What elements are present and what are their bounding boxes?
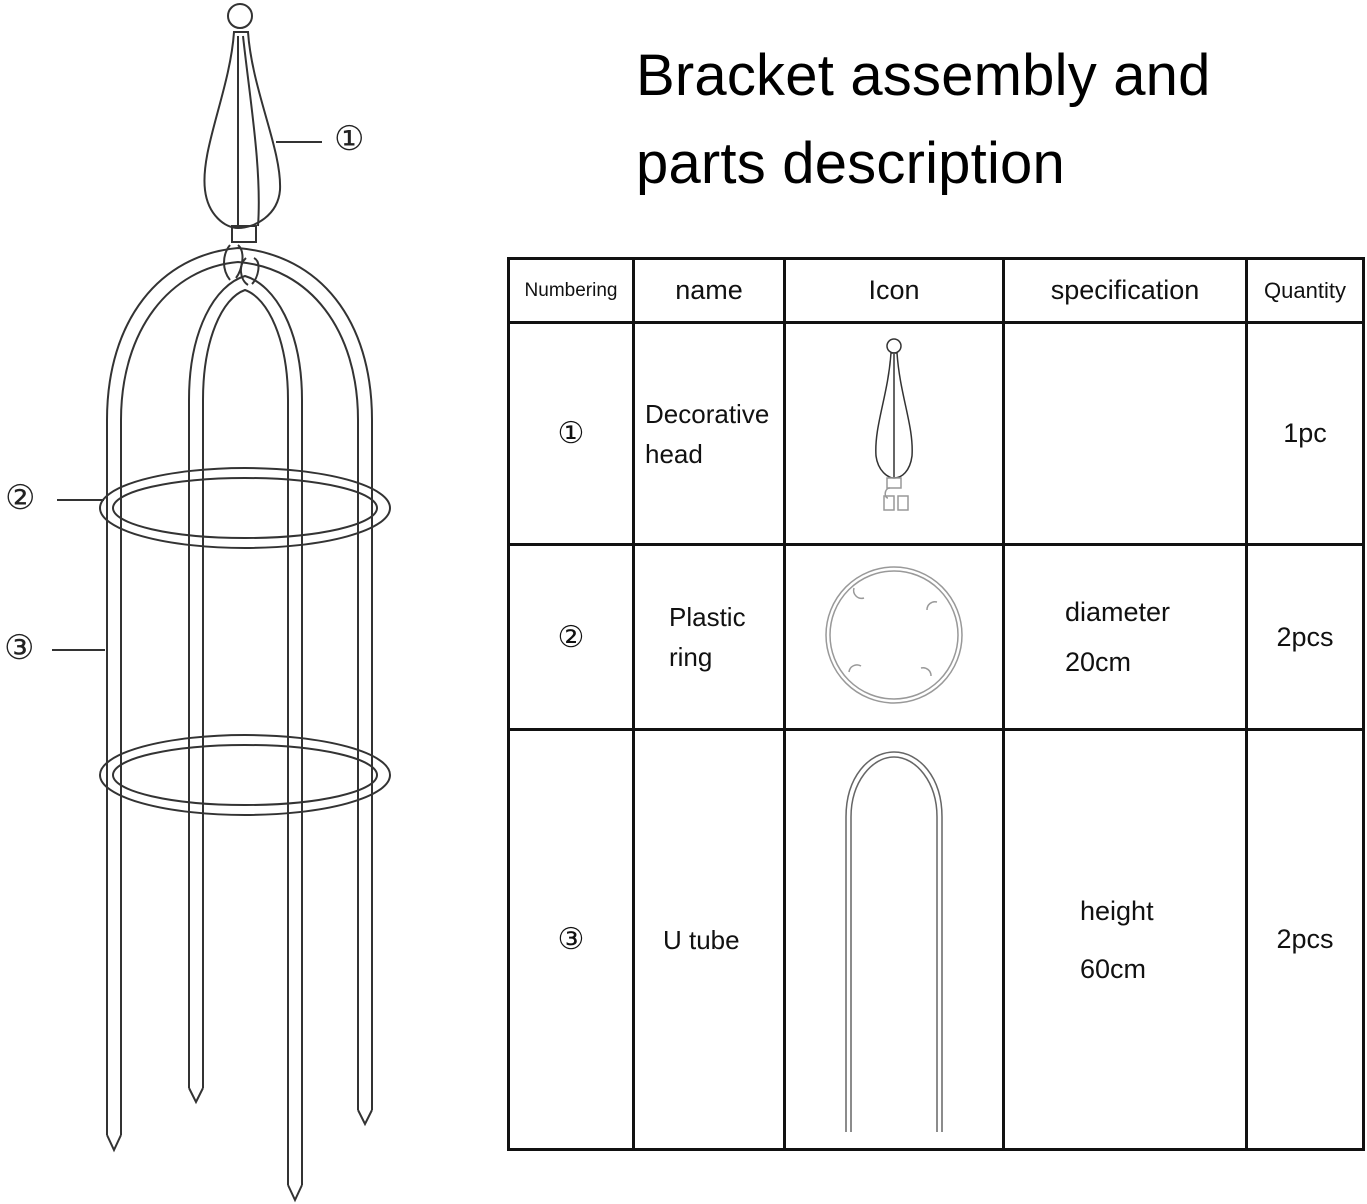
callout-3: ③ [4, 628, 35, 668]
name-line-1: Decorative [645, 398, 770, 429]
obelisk-trellis-icon [52, 3, 391, 1203]
row-name: Decorative head [632, 321, 786, 546]
row-specification: diameter 20cm [1002, 543, 1248, 731]
name-line-2: head [645, 438, 703, 469]
row-specification [1002, 321, 1248, 546]
decorative-head-icon [875, 338, 913, 511]
header-name: name [632, 257, 786, 324]
row-icon-cell [783, 543, 1005, 731]
header-specification: specification [1002, 257, 1248, 324]
parts-table: Numbering name Icon specification Quanti… [507, 257, 1365, 1151]
table-row: ① Decorative head 1pc [507, 321, 1365, 546]
spec-line-1: height [1080, 895, 1154, 926]
row-number: ① [507, 321, 635, 546]
plastic-ring-icon [825, 565, 963, 704]
header-quantity: Quantity [1245, 257, 1365, 324]
callout-2: ② [5, 478, 36, 518]
u-tube-icon [845, 751, 943, 1132]
row-quantity: 2pcs [1245, 543, 1365, 731]
table-row: ③ U tube height 60cm 2pcs [507, 728, 1365, 1151]
name-line-2: ring [669, 642, 713, 672]
row-name: Plastic ring [632, 543, 786, 731]
name-line-1: U tube [663, 924, 740, 955]
spec-line-1: diameter [1065, 597, 1171, 627]
table-row: ② Plastic ring diameter 20cm 2pcs [507, 543, 1365, 731]
header-numbering: Numbering [507, 257, 635, 324]
title-line-1: Bracket assembly and [636, 43, 1211, 108]
title-line-2: parts description [636, 131, 1065, 196]
row-specification: height 60cm [1002, 728, 1248, 1151]
row-quantity: 2pcs [1245, 728, 1365, 1151]
header-icon: Icon [783, 257, 1005, 324]
row-icon-cell [783, 728, 1005, 1151]
page-title: Bracket assembly and parts description [636, 32, 1211, 208]
spec-line-2: 20cm [1065, 647, 1132, 677]
spec-line-2: 60cm [1080, 953, 1147, 984]
row-number: ② [507, 543, 635, 731]
name-line-1: Plastic [669, 602, 746, 632]
callout-1: ① [334, 119, 365, 159]
row-number: ③ [507, 728, 635, 1151]
row-icon-cell [783, 321, 1005, 546]
row-quantity: 1pc [1245, 321, 1365, 546]
row-name: U tube [632, 728, 786, 1151]
table-header-row: Numbering name Icon specification Quanti… [507, 257, 1365, 324]
